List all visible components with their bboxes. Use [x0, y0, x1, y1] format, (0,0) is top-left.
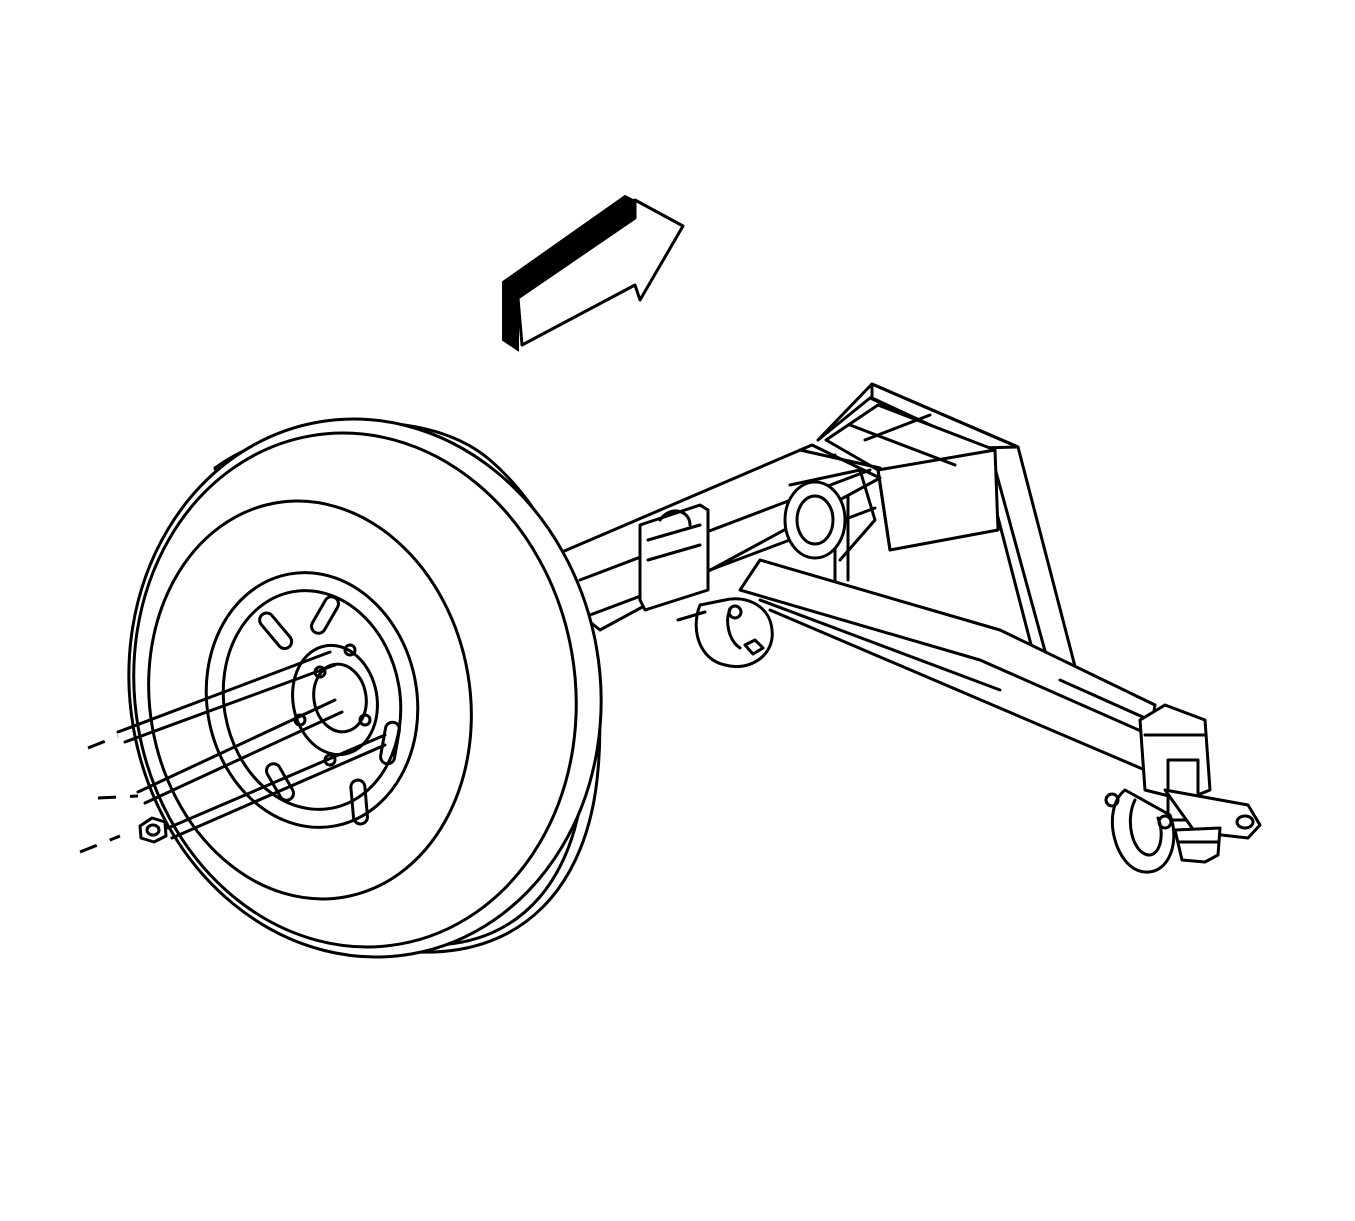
spare-tire-hoist: [553, 443, 882, 668]
spare-tire-wheel: [127, 417, 603, 959]
crossmember: [738, 382, 1157, 772]
crossmember-coupler: [1104, 703, 1262, 874]
wheel-lug-nut: [138, 816, 168, 844]
wheel-spokes: [258, 595, 401, 826]
hoist-alignment-lines: [79, 650, 387, 854]
forward-direction-arrow: [502, 194, 685, 352]
